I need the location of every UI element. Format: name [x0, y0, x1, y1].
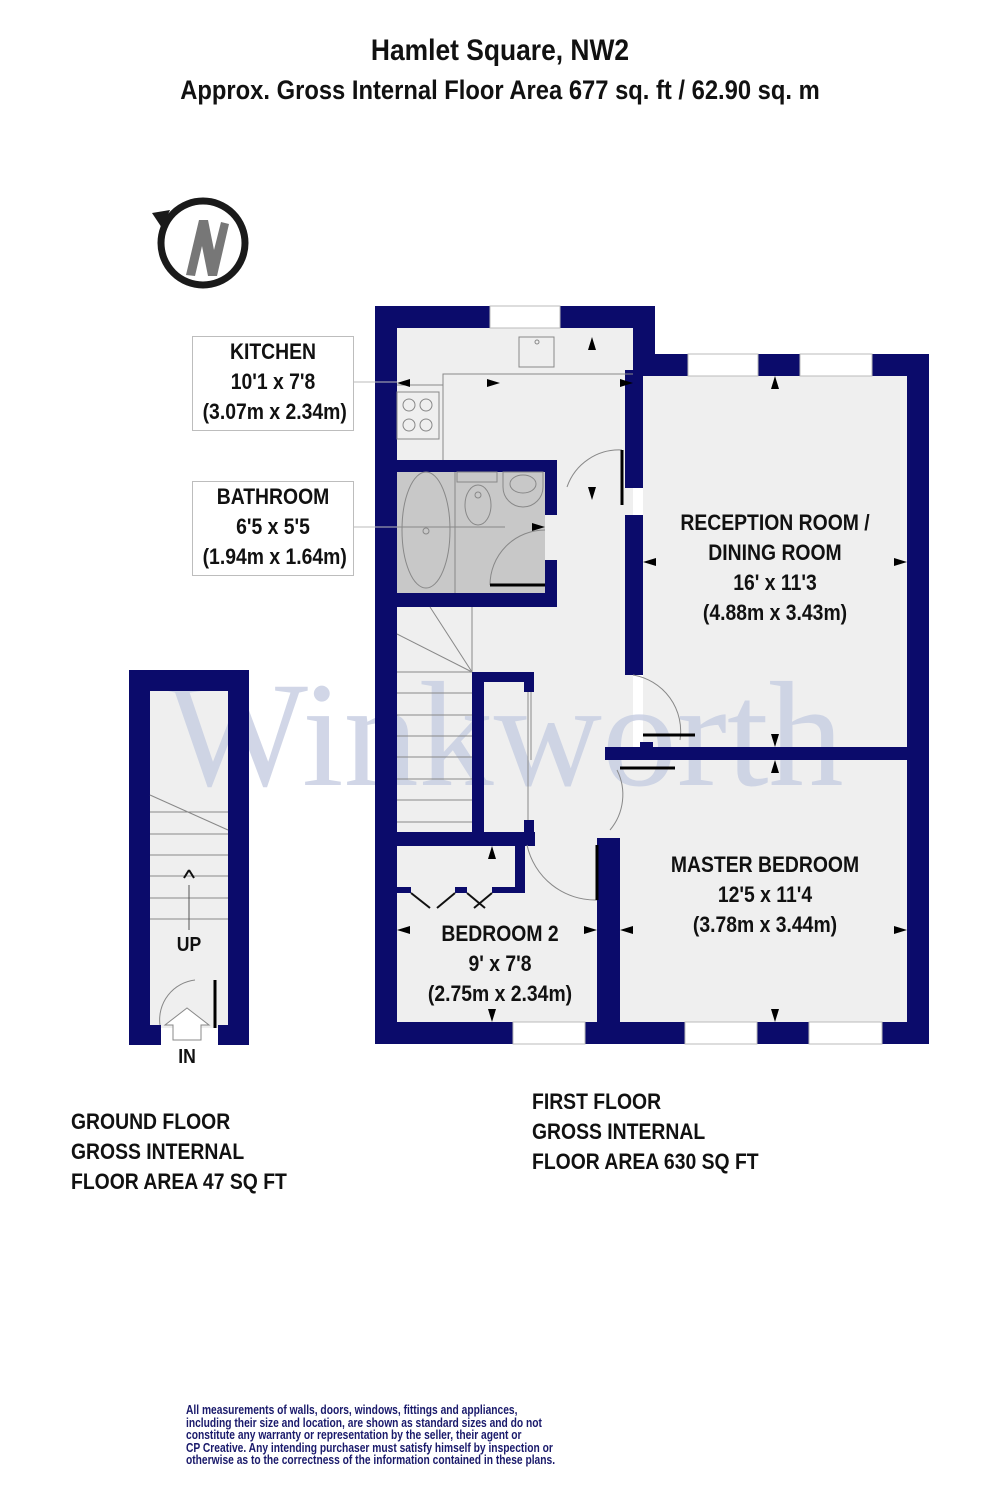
ground-floor-area: GROUND FLOOR GROSS INTERNAL FLOOR AREA 4…: [71, 1109, 287, 1194]
bedroom-2-label: BEDROOM 2 9' x 7'8 (2.75m x 2.34m): [427, 921, 573, 1006]
entrance-arrow-icon: [163, 1007, 211, 1041]
stairs-up-label: UP: [176, 934, 202, 956]
master-bedroom-label: MASTER BEDROOM 12'5 x 11'4 (3.78m x 3.44…: [670, 852, 860, 937]
floor-fills: [150, 325, 908, 1028]
ground-floor-walls: [129, 670, 249, 1045]
up-arrow-icon: [183, 869, 195, 879]
bathroom-floor: [397, 470, 545, 593]
property-title: Hamlet Square, NW2: [370, 34, 630, 67]
total-floor-area: Approx. Gross Internal Floor Area 677 sq…: [180, 75, 820, 105]
reception-room-label: RECEPTION ROOM / DINING ROOM 16' x 11'3 …: [680, 510, 870, 625]
disclaimer: All measurements of walls, doors, window…: [186, 1403, 556, 1467]
entrance-label: IN: [178, 1046, 196, 1068]
bathroom-label: BATHROOM 6'5 x 5'5 (1.94m x 1.64m): [192, 481, 354, 576]
walls: [375, 306, 929, 1044]
north-compass-icon: [152, 197, 249, 289]
first-floor-area: FIRST FLOOR GROSS INTERNAL FLOOR AREA 63…: [532, 1089, 759, 1174]
fixtures: [149, 336, 682, 1026]
kitchen-label: KITCHEN 10'1 x 7'8 (3.07m x 2.34m): [192, 336, 354, 431]
door-leaves: [213, 450, 695, 1028]
dimension-arrows: [397, 337, 907, 1022]
windows: [489, 305, 883, 1045]
